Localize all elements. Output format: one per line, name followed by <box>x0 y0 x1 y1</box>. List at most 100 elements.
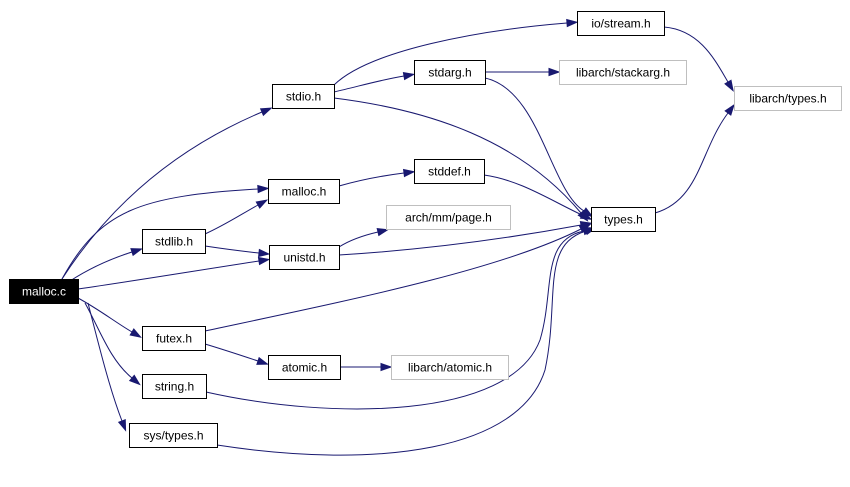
edge-stdlib-h-to-unistd-h <box>204 245 271 258</box>
edge-malloc-c-to-malloc-h <box>61 184 270 280</box>
edge-line <box>61 111 263 280</box>
node-io-stream-h[interactable]: io/stream.h <box>577 11 665 36</box>
edge-line <box>69 251 133 282</box>
node-string-h[interactable]: string.h <box>142 374 207 399</box>
node-box <box>269 245 340 270</box>
node-label: sys/types.h <box>143 429 203 443</box>
node-box <box>386 205 511 230</box>
edge-arrowhead <box>129 328 142 338</box>
edge-malloc-c-to-stdio-h <box>61 107 273 280</box>
node-box <box>577 11 665 36</box>
edge-arrowhead <box>117 419 127 432</box>
node-label: futex.h <box>156 332 192 346</box>
edge-arrowhead <box>258 248 271 258</box>
edge-unistd-h-to-arch-mm-page-h <box>338 228 390 248</box>
node-label: atomic.h <box>282 361 327 375</box>
node-malloc-c[interactable]: malloc.c <box>9 279 79 304</box>
edge-line <box>204 228 582 332</box>
edge-line <box>216 230 587 456</box>
node-box <box>591 207 656 232</box>
edge-stdarg-h-to-libarch-stackarg-h <box>485 67 561 77</box>
edge-arrowhead <box>380 362 393 372</box>
node-label: stdlib.h <box>155 235 193 249</box>
edge-line <box>333 22 568 86</box>
edge-line <box>204 343 259 362</box>
node-box <box>272 84 335 109</box>
edge-arrowhead <box>376 228 390 237</box>
node-libarch-types-h[interactable]: libarch/types.h <box>734 86 842 111</box>
node-label: stddef.h <box>428 165 471 179</box>
node-label: malloc.h <box>282 185 327 199</box>
node-box <box>734 86 842 111</box>
edge-line <box>61 188 259 280</box>
node-stdarg-h[interactable]: stdarg.h <box>414 60 486 85</box>
node-box <box>142 374 207 399</box>
node-atomic-h[interactable]: atomic.h <box>268 355 341 380</box>
edge-io-stream-h-to-libarch-types-h <box>663 26 734 92</box>
node-label: libarch/atomic.h <box>408 361 492 375</box>
edge-line <box>338 224 582 256</box>
node-arch-mm-page-h[interactable]: arch/mm/page.h <box>386 205 511 230</box>
edge-stdio-h-to-io-stream-h <box>333 18 579 86</box>
edge-line <box>654 112 729 214</box>
nodes: malloc.c stdio.h io/stream.h stdarg.h libarc… <box>9 11 842 448</box>
node-libarch-stackarg-h[interactable]: libarch/stackarg.h <box>559 60 687 85</box>
node-futex-h[interactable]: futex.h <box>142 326 206 351</box>
edge-arrowhead <box>548 67 561 77</box>
node-box <box>414 60 486 85</box>
edge-atomic-h-to-libarch-atomic-h <box>340 362 393 372</box>
edge-futex-h-to-types-h <box>204 223 592 332</box>
node-types-h[interactable]: types.h <box>591 207 656 232</box>
edge-stdlib-h-to-malloc-h <box>204 199 269 235</box>
edge-line <box>333 97 582 214</box>
node-box <box>414 159 485 184</box>
node-label: io/stream.h <box>591 17 650 31</box>
node-stddef-h[interactable]: stddef.h <box>414 159 485 184</box>
node-libarch-atomic-h[interactable]: libarch/atomic.h <box>391 355 509 380</box>
edge-arrowhead <box>257 256 271 266</box>
node-box <box>142 229 206 254</box>
node-label: stdio.h <box>286 90 321 104</box>
node-label: string.h <box>155 380 194 394</box>
node-box <box>391 355 509 380</box>
edge-futex-h-to-atomic-h <box>204 343 269 365</box>
node-box <box>268 179 340 204</box>
edges <box>61 18 735 456</box>
node-malloc-h[interactable]: malloc.h <box>268 179 340 204</box>
edge-malloc-c-to-futex-h <box>77 297 142 338</box>
edge-line <box>484 77 585 212</box>
edge-line <box>84 302 133 379</box>
edge-arrowhead <box>130 248 143 257</box>
edge-line <box>204 204 259 235</box>
edge-arrowhead <box>256 356 269 365</box>
edge-arrowhead <box>402 71 416 81</box>
edge-stdio-h-to-stdarg-h <box>333 71 416 93</box>
node-stdlib-h[interactable]: stdlib.h <box>142 229 206 254</box>
node-sys-types-h[interactable]: sys/types.h <box>129 423 218 448</box>
node-stdio-h[interactable]: stdio.h <box>272 84 335 109</box>
node-box <box>559 60 687 85</box>
edge-arrowhead <box>402 168 416 178</box>
edge-arrowhead <box>259 107 273 117</box>
edge-line <box>77 260 260 290</box>
edge-stddef-h-to-types-h <box>483 174 593 220</box>
edge-arrowhead <box>566 18 579 28</box>
edge-line <box>77 297 133 333</box>
node-label: libarch/stackarg.h <box>576 66 670 80</box>
edge-arrowhead <box>724 79 734 92</box>
node-label: arch/mm/page.h <box>405 211 492 225</box>
node-box <box>129 423 218 448</box>
node-label: malloc.c <box>22 285 66 299</box>
edge-malloc-c-to-unistd-h <box>77 256 271 290</box>
edge-arrowhead <box>724 103 735 116</box>
node-box <box>142 326 206 351</box>
edge-arrowhead <box>257 184 270 194</box>
node-label: unistd.h <box>283 251 325 265</box>
edge-arrowhead <box>255 199 269 209</box>
edge-line <box>333 75 405 93</box>
edge-line <box>205 230 585 410</box>
node-unistd-h[interactable]: unistd.h <box>269 245 340 270</box>
edge-malloc-h-to-stddef-h <box>338 168 416 187</box>
edge-line <box>338 172 405 187</box>
